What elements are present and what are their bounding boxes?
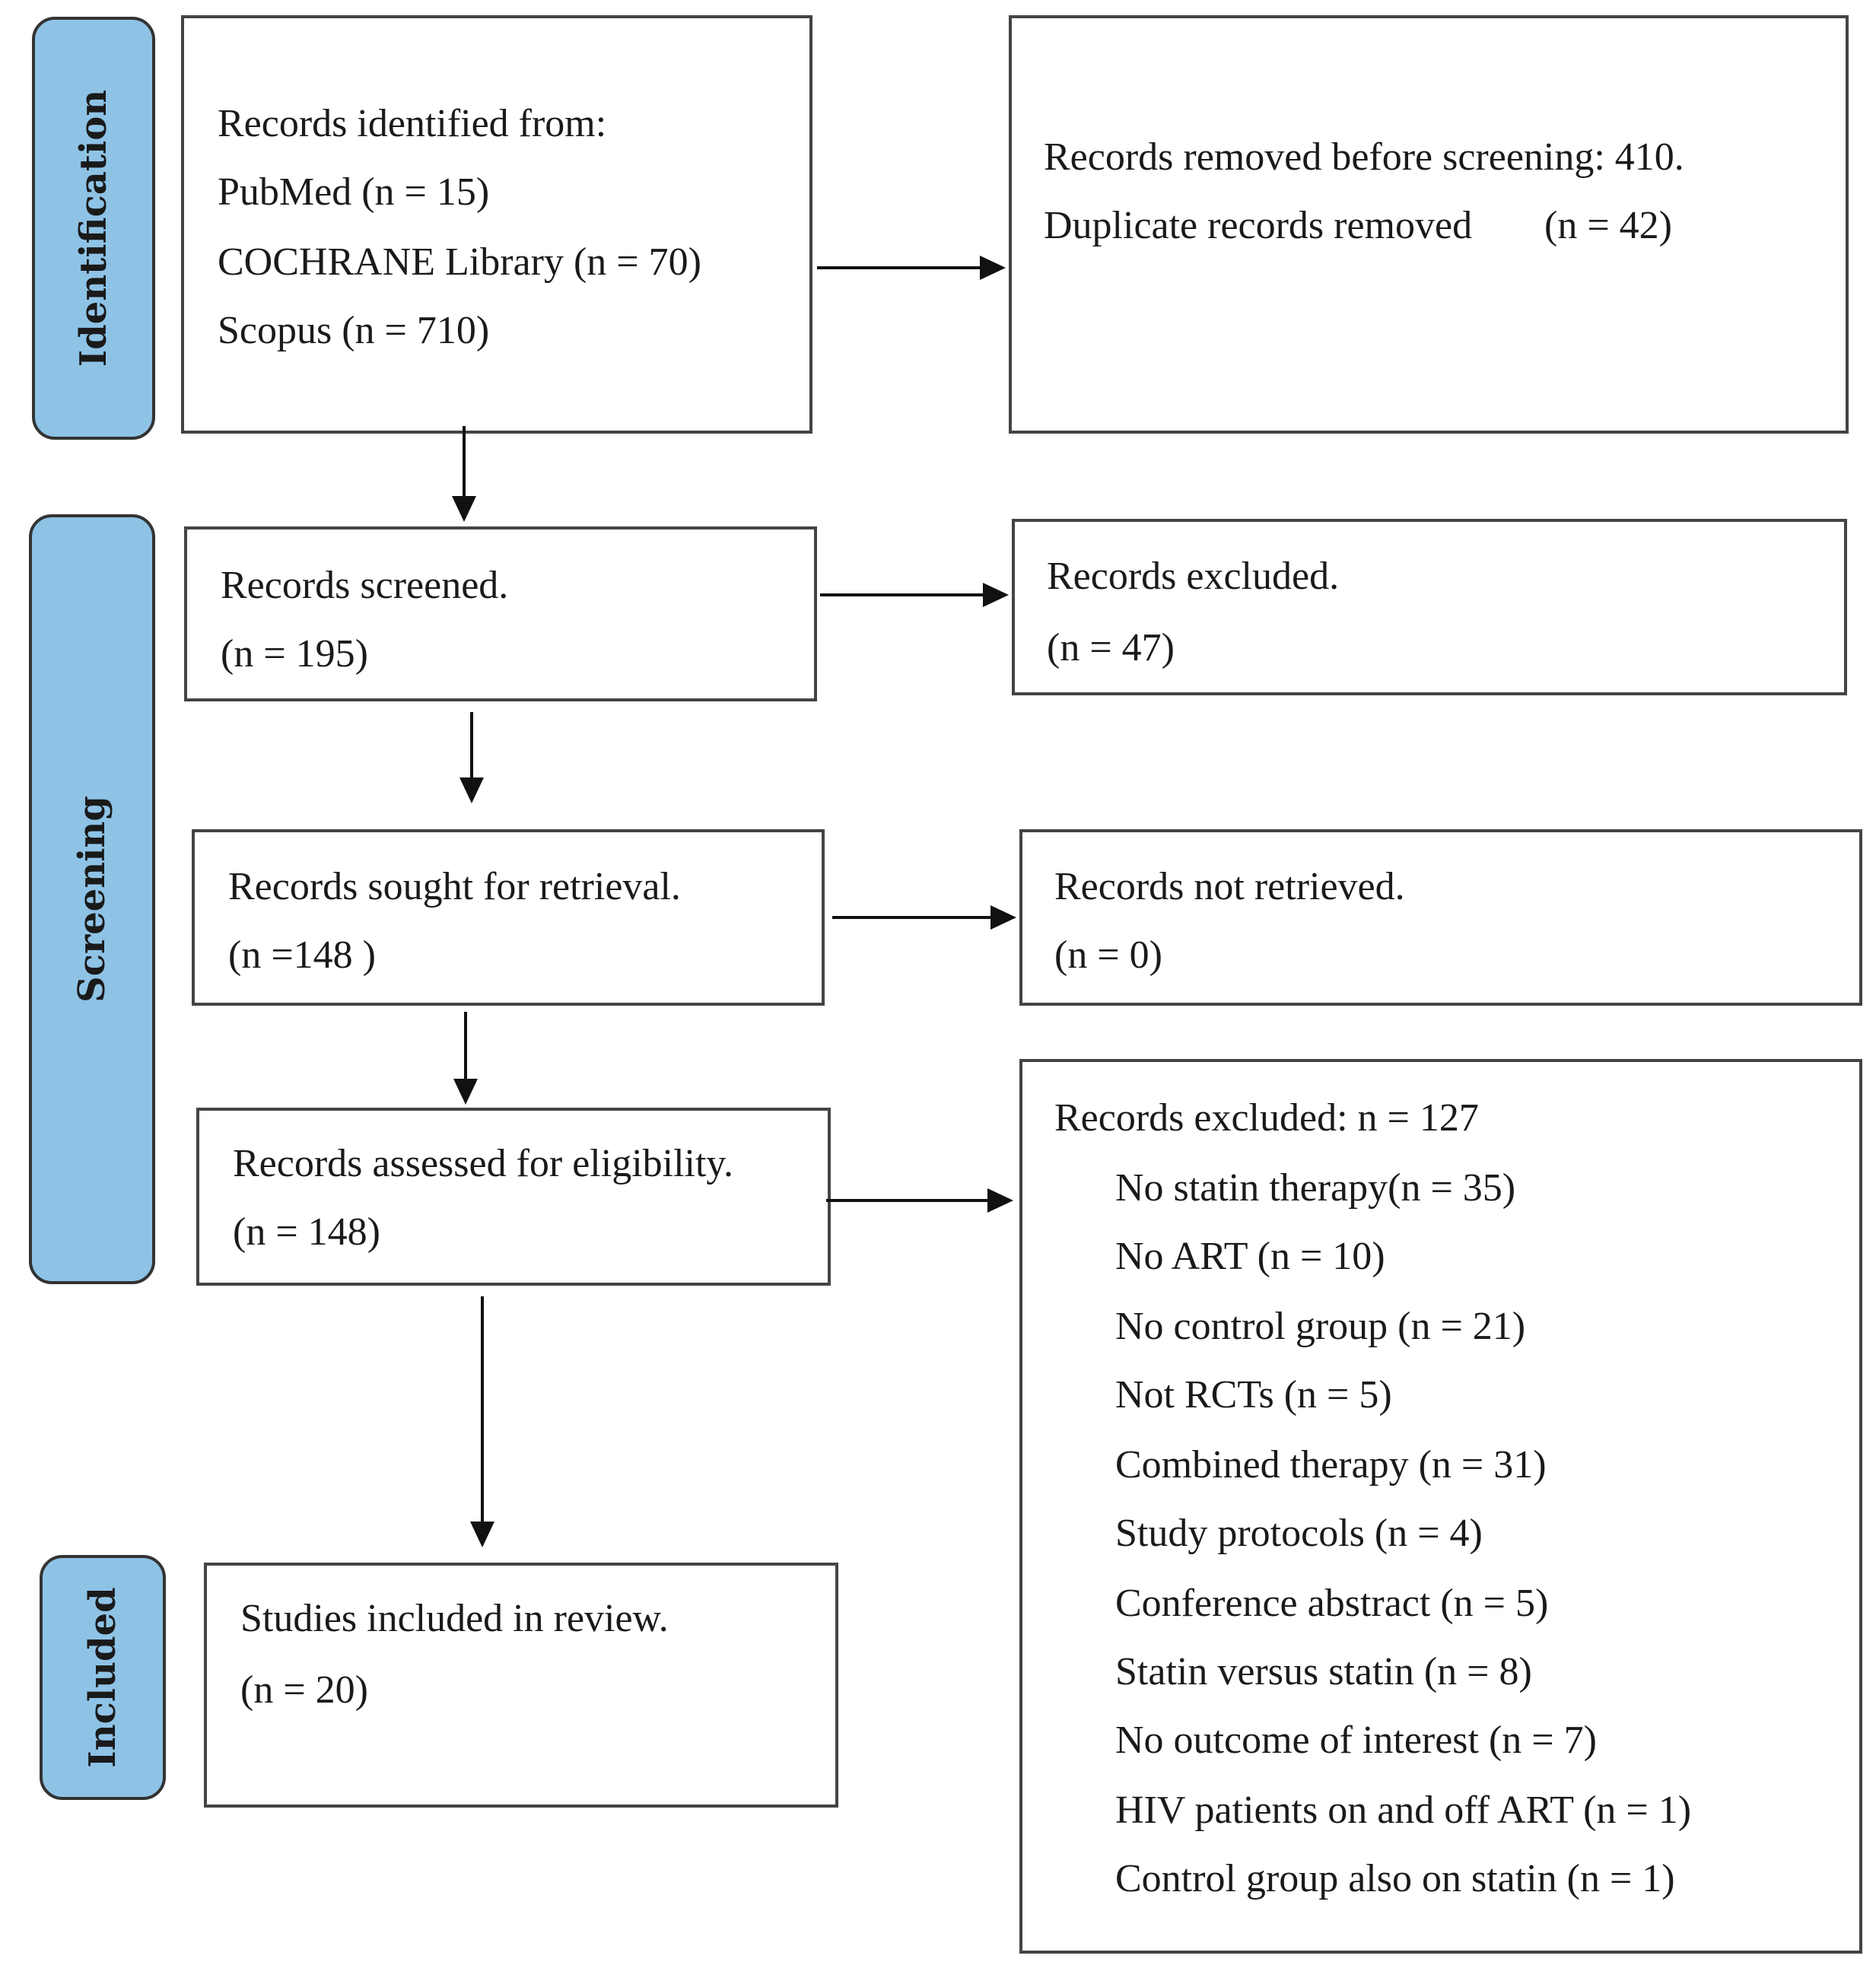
arrow-assessed-to-exclusion-reasons (826, 1188, 1013, 1213)
records-screened-box: Records screened. (n = 195) (184, 526, 817, 701)
records-screened-label: Records screened. (221, 564, 509, 607)
records-removed-box: Records removed before screening: 410. D… (1009, 15, 1849, 434)
exclusion-reason: No ART (n = 10) (1115, 1235, 1385, 1278)
studies-included-box: Studies included in review. (n = 20) (204, 1563, 838, 1808)
records-sought-box: Records sought for retrieval. (n =148 ) (192, 829, 825, 1006)
arrow-identified-to-screened (452, 426, 476, 522)
arrow-assessed-to-included (470, 1296, 494, 1547)
records-excluded-box: Records excluded. (n = 47) (1012, 519, 1847, 695)
duplicate-records-label: Duplicate records removed (1044, 204, 1473, 247)
exclusion-reason: Control group also on statin (n = 1) (1115, 1857, 1675, 1900)
arrow-screened-to-sought (459, 712, 484, 803)
records-identified-heading: Records identified from: (218, 102, 607, 145)
records-excluded-count: (n = 47) (1047, 626, 1175, 669)
exclusion-reasons-heading: Records excluded: n = 127 (1054, 1096, 1479, 1140)
exclusion-reason: No statin therapy(n = 35) (1115, 1166, 1516, 1210)
exclusion-reason: Not RCTs (n = 5) (1115, 1373, 1392, 1417)
records-excluded-label: Records excluded. (1047, 555, 1340, 598)
records-sought-label: Records sought for retrieval. (228, 865, 681, 908)
records-not-retrieved-count: (n = 0) (1054, 933, 1162, 977)
exclusion-reason: Combined therapy (n = 31) (1115, 1443, 1547, 1487)
arrow-sought-to-assessed (453, 1012, 478, 1105)
exclusion-reason: Conference abstract (n = 5) (1115, 1582, 1549, 1625)
records-removed-total: Records removed before screening: 410. (1044, 135, 1684, 179)
arrow-screened-to-excluded (820, 583, 1009, 607)
exclusion-reason: HIV patients on and off ART (n = 1) (1115, 1789, 1692, 1832)
source-scopus: Scopus (n = 710) (218, 309, 490, 352)
duplicate-records-count: (n = 42) (1544, 204, 1672, 247)
records-screened-count: (n = 195) (221, 632, 368, 676)
exclusion-reason: No outcome of interest (n = 7) (1115, 1719, 1597, 1762)
records-not-retrieved-label: Records not retrieved. (1054, 865, 1405, 908)
records-assessed-count: (n = 148) (233, 1210, 380, 1254)
source-pubmed: PubMed (n = 15) (218, 170, 490, 214)
records-identified-box: Records identified from: PubMed (n = 15)… (181, 15, 812, 434)
phase-screening: Screening (29, 514, 155, 1284)
exclusion-reasons-box: Records excluded: n = 127 No statin ther… (1019, 1059, 1862, 1954)
studies-included-count: (n = 20) (240, 1668, 368, 1712)
exclusion-reason: No control group (n = 21) (1115, 1305, 1526, 1348)
records-sought-count: (n =148 ) (228, 933, 376, 977)
studies-included-label: Studies included in review. (240, 1597, 669, 1640)
records-assessed-box: Records assessed for eligibility. (n = 1… (196, 1108, 831, 1286)
arrow-sought-to-not-retrieved (832, 905, 1016, 930)
records-assessed-label: Records assessed for eligibility. (233, 1142, 734, 1185)
source-cochrane: COCHRANE Library (n = 70) (218, 240, 701, 284)
records-not-retrieved-box: Records not retrieved. (n = 0) (1019, 829, 1862, 1006)
exclusion-reason: Statin versus statin (n = 8) (1115, 1650, 1532, 1693)
phase-included: Included (40, 1555, 166, 1800)
exclusion-reason: Study protocols (n = 4) (1115, 1512, 1483, 1555)
phase-identification: Identification (32, 17, 155, 440)
arrow-identified-to-removed (817, 256, 1006, 280)
